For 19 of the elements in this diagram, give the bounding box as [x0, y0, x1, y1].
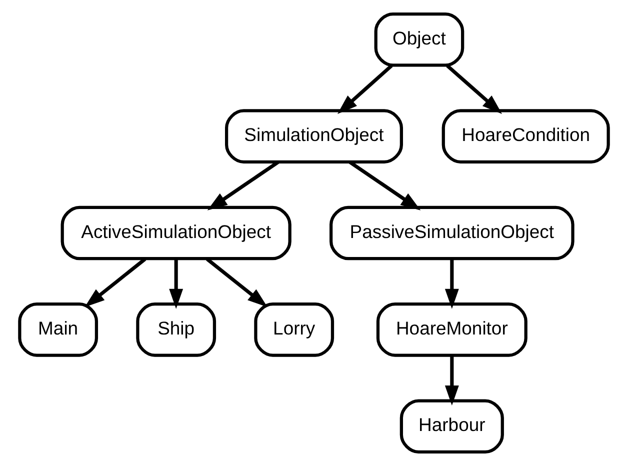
node-box: Main	[18, 302, 98, 357]
arrow	[444, 259, 458, 309]
arrow	[205, 258, 268, 308]
node-box: SimulationObject	[224, 109, 402, 164]
arrow	[84, 258, 146, 308]
node-box: HoareCondition	[441, 109, 610, 164]
arrow	[446, 64, 502, 114]
arrow	[348, 160, 420, 210]
node-box: HoareMonitor	[376, 302, 527, 357]
node-box: Object	[374, 12, 464, 67]
node-box: ActiveSimulationObject	[60, 206, 291, 260]
node-box: Harbour	[399, 399, 504, 454]
arrow	[336, 64, 392, 114]
arrow	[206, 160, 279, 210]
node-box: PassiveSimulationObject	[329, 206, 574, 260]
node-box: Lorry	[254, 302, 334, 357]
node-box: Ship	[136, 302, 216, 357]
arrow	[168, 259, 183, 309]
arrow	[444, 356, 458, 406]
